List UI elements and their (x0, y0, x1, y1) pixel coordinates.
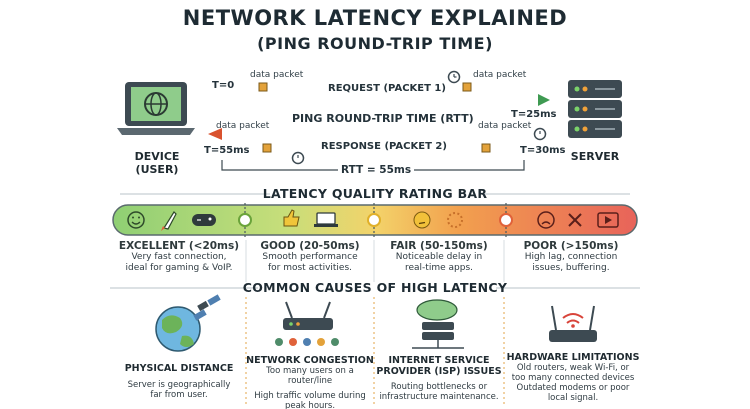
request-arrow (214, 82, 550, 106)
cause-desc: Outdated modems or poor (516, 383, 630, 393)
video-icon (597, 212, 619, 228)
router-crowd-icon (275, 301, 339, 346)
laptop-small-icon (314, 212, 338, 227)
rtt-value: RTT = 55ms (338, 164, 415, 176)
smile-icon (127, 211, 145, 229)
response-arrow (208, 128, 540, 153)
response-label: RESPONSE (PACKET 2) (321, 141, 447, 152)
rating-desc: Very fast connection, (131, 252, 227, 262)
device-label: DEVICE (USER) (134, 150, 180, 176)
server-icon (568, 80, 622, 138)
cloud-server-icon (412, 299, 464, 349)
packet-label: data packet (478, 121, 532, 131)
rating-desc: real-time apps. (405, 263, 473, 273)
cause-desc: Routing bottlenecks or (390, 382, 488, 392)
rtt-title: PING ROUND-TRIP TIME (RTT) (292, 112, 474, 125)
thinking-face-icon (413, 211, 431, 229)
cause-isp-issues: INTERNET SERVICE PROVIDER (ISP) ISSUES R… (374, 355, 504, 402)
cause-title: PROVIDER (ISP) ISSUES (376, 366, 502, 377)
page-subtitle: (PING ROUND-TRIP TIME) (257, 34, 493, 53)
cause-hardware-limitations: HARDWARE LIMITATIONS Old routers, weak W… (504, 352, 642, 403)
cause-network-congestion: NETWORK CONGESTION Too many users on a r… (246, 355, 374, 409)
rating-desc: Smooth performance (262, 252, 358, 262)
clock-icon (447, 70, 461, 84)
clock-icon (291, 151, 305, 165)
rating-excellent: EXCELLENT (<20ms) Very fast connection, … (112, 240, 246, 274)
t30-label: T=30ms (520, 145, 566, 156)
laptop-icon (117, 82, 195, 135)
rating-poor: POOR (>150ms) High lag, connection issue… (504, 240, 638, 274)
rating-fair: FAIR (50-150ms) Noticeable delay in real… (374, 240, 504, 274)
cause-title: NETWORK CONGESTION (246, 355, 374, 366)
rating-heading: LATENCY QUALITY RATING BAR (262, 186, 488, 201)
cause-title: HARDWARE LIMITATIONS (506, 352, 640, 363)
cause-desc: Old routers, weak Wi-Fi, or (516, 363, 630, 373)
rating-bar (112, 203, 638, 237)
causes-heading: COMMON CAUSES OF HIGH LATENCY (242, 280, 508, 295)
cause-desc: too many connected devices (511, 373, 635, 383)
cause-desc: far from user. (150, 390, 208, 400)
rating-label: EXCELLENT (<20ms) (118, 240, 240, 252)
rating-desc: ideal for gaming & VoIP. (125, 263, 233, 273)
gamepad-icon (192, 214, 216, 226)
packet-label: data packet (216, 121, 270, 131)
rocket-icon (161, 211, 177, 231)
x-icon (568, 213, 582, 227)
packet-label: data packet (250, 70, 304, 80)
clock-icon (533, 127, 547, 141)
cause-desc: Too many users on a router/line (266, 366, 354, 386)
rating-label: POOR (>150ms) (523, 240, 619, 252)
rating-good: GOOD (20-50ms) Smooth performance for mo… (246, 240, 374, 274)
t25-label: T=25ms (511, 109, 557, 120)
loading-icon (447, 212, 463, 228)
cause-desc: infrastructure maintenance. (379, 392, 499, 402)
globe-satellite-icon (155, 294, 221, 352)
rating-desc: issues, buffering. (532, 263, 610, 273)
cause-desc: Server is geographically (127, 380, 231, 390)
rating-desc: Noticeable delay in (395, 252, 483, 262)
cause-physical-distance: PHYSICAL DISTANCE Server is geographical… (112, 363, 246, 400)
t55-label: T=55ms (204, 145, 250, 156)
t0-label: T=0 (212, 80, 235, 91)
sad-face-icon (537, 211, 555, 229)
cause-title: PHYSICAL DISTANCE (124, 363, 234, 374)
thumbs-up-icon (283, 209, 300, 227)
rating-desc: for most activities. (267, 263, 353, 273)
cause-desc: peak hours. (284, 401, 336, 409)
packet-label: data packet (473, 70, 527, 80)
page-title: NETWORK LATENCY EXPLAINED (182, 6, 568, 30)
server-label: SERVER (570, 150, 620, 163)
request-label: REQUEST (PACKET 1) (328, 83, 446, 94)
cause-desc: local signal. (547, 393, 599, 403)
rating-label: GOOD (20-50ms) (260, 240, 360, 252)
cause-desc: High traffic volume during (254, 391, 366, 401)
rating-desc: High lag, connection (524, 252, 618, 262)
cause-title: INTERNET SERVICE (388, 355, 490, 366)
rating-label: FAIR (50-150ms) (390, 240, 488, 252)
router-wifi-icon (549, 305, 597, 342)
